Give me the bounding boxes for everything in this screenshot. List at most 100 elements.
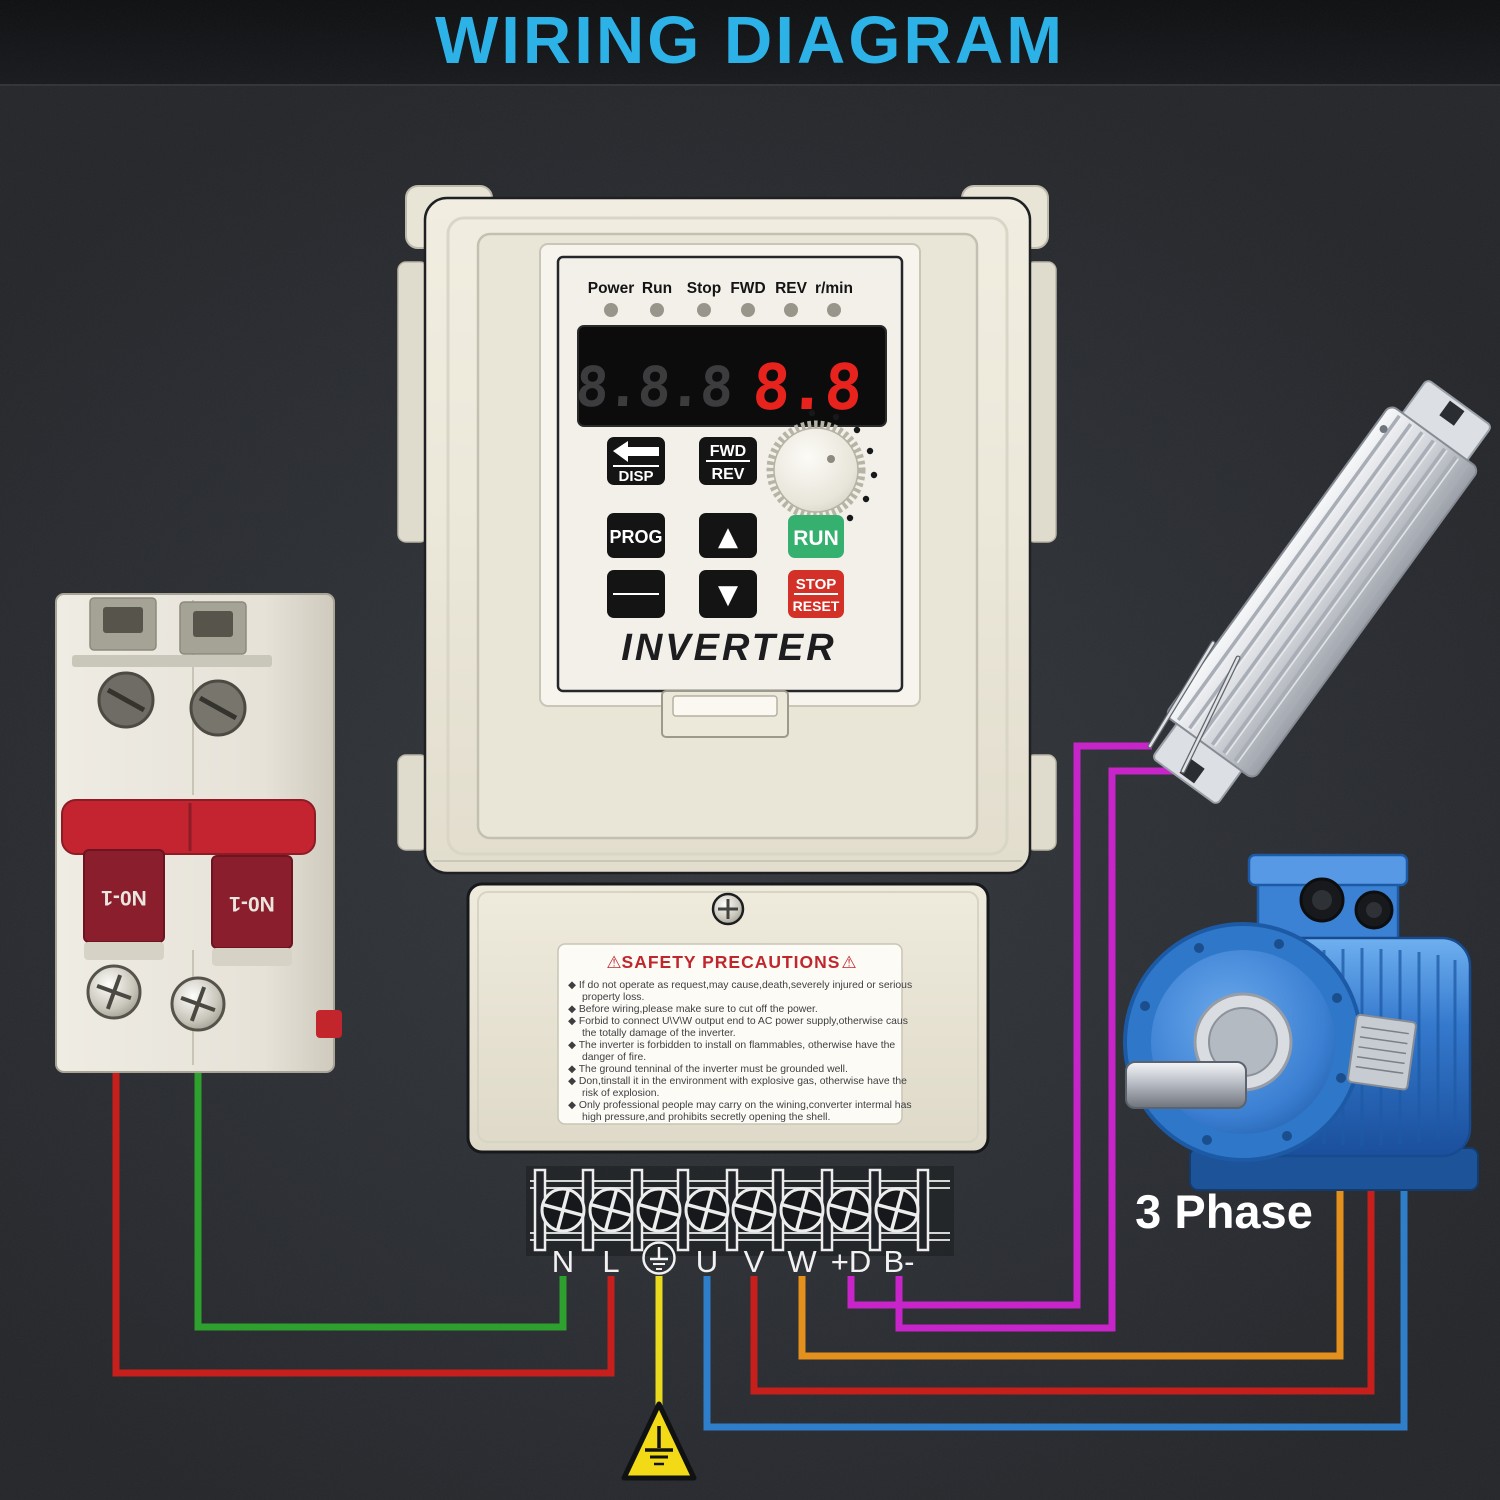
status-label-stop: Stop — [687, 280, 721, 297]
housing-raised-edge — [446, 216, 1009, 856]
knob-face — [773, 427, 859, 513]
safety-line: property loss. — [582, 992, 644, 1003]
down-arrow-icon: ▼ — [718, 580, 738, 610]
three-phase-motor: 3 Phase — [1123, 853, 1479, 1238]
safety-line: the totally damage of the inverter. — [582, 1028, 736, 1039]
latch-slot — [672, 695, 778, 717]
braking-resistor — [1147, 380, 1491, 804]
page-title: WIRING DIAGRAM — [435, 3, 1065, 78]
terminal-screws — [540, 1187, 920, 1233]
status-label-fwd: FWD — [730, 280, 765, 297]
terminal-cover: ⚠ SAFETY PRECAUTIONS ⚠ ◆ If do not opera… — [466, 882, 990, 1154]
terminal-screw-slots — [542, 1189, 918, 1231]
warning-triangle-icon: ⚠ — [606, 953, 621, 972]
seven-segment-display — [577, 325, 887, 427]
wire-u-phase-blue — [703, 1148, 1408, 1431]
breaker-top-screws — [97, 671, 247, 737]
terminal-block: N L U V W +D B- — [526, 1166, 954, 1279]
circuit-breaker: N0-1 N0-1 — [55, 593, 342, 1073]
motor-cable-glands — [1299, 877, 1394, 930]
led-stop — [697, 303, 711, 317]
terminal-label-plus-d: +D — [831, 1244, 872, 1279]
wire-w-phase-orange — [798, 1172, 1344, 1360]
resistor-leads — [1147, 640, 1241, 774]
display-lit-digits: 8.8 — [751, 350, 863, 424]
safety-line: ◆ Before wiring,please make sure to cut … — [568, 1004, 818, 1015]
safety-line: risk of explosion. — [582, 1088, 659, 1099]
led-rev — [784, 303, 798, 317]
motor-phase-label: 3 Phase — [1135, 1185, 1313, 1238]
terminal-cover-edge — [477, 891, 979, 1143]
up-arrow-icon: ▲ — [718, 522, 738, 552]
safety-line: high pressure,and prohibits secretly ope… — [582, 1112, 830, 1123]
breaker-test-button — [316, 1010, 342, 1038]
safety-line: ◆ The inverter is forbidden to install o… — [568, 1040, 895, 1051]
rev-label: REV — [712, 466, 745, 483]
motor-shaft — [1125, 1061, 1247, 1109]
ground-warning-triangle-icon — [621, 1401, 697, 1481]
breaker-toggle: N0-1 N0-1 — [61, 799, 316, 966]
safety-line: ◆ Don,tinstall it in the environment wit… — [568, 1076, 907, 1087]
down-button — [699, 570, 757, 618]
cover-latch — [661, 690, 789, 738]
run-button — [788, 515, 844, 558]
led-run — [650, 303, 664, 317]
safety-line: ◆ The ground tenninal of the inverter mu… — [568, 1064, 848, 1075]
wire-neutral-green — [194, 1042, 567, 1331]
reset-label: RESET — [793, 598, 840, 614]
keypad-row-1: DISP FWD REV — [607, 409, 878, 532]
knob-indicator-dot — [827, 455, 835, 463]
motor-nameplate — [1347, 1013, 1417, 1091]
terminal-label-w: W — [787, 1244, 817, 1279]
status-label-rev: REV — [775, 280, 808, 297]
terminal-label-l: L — [602, 1244, 619, 1279]
safety-line: ◆ Forbid to connect U\V\W output end to … — [568, 1016, 908, 1027]
led-fwd — [741, 303, 755, 317]
status-label-rmin: r/min — [815, 280, 853, 297]
breaker-bottom-screws — [86, 964, 342, 1038]
stop-label: STOP — [796, 576, 837, 593]
wire-v-phase-red — [750, 1158, 1375, 1395]
breaker-lever-label: N0-1 — [101, 886, 147, 909]
terminal-label-u: U — [696, 1244, 718, 1279]
breaker-top-knockouts — [72, 597, 272, 667]
safety-label-sticker — [557, 943, 903, 1125]
wiring — [112, 742, 1408, 1431]
terminal-label-v: V — [744, 1244, 765, 1279]
resistor-slot-top — [1439, 400, 1465, 426]
fwd-label: FWD — [710, 443, 746, 460]
earth-ground-icon — [642, 1241, 676, 1275]
safety-line: ◆ If do not operate as request,may cause… — [568, 980, 912, 991]
safety-text-block: ◆ If do not operate as request,may cause… — [568, 980, 912, 1123]
safety-line: ◆ Only professional people may carry on … — [568, 1100, 912, 1111]
resistor-mount-hole — [1379, 425, 1388, 434]
display-dim-digits: 8.8.8 — [574, 355, 733, 419]
prog-button-label: PROG — [609, 527, 662, 547]
breaker-lever-label: N0-1 — [229, 892, 275, 915]
status-label-power: Power — [588, 280, 635, 297]
inverter-unit: Power Run Stop FWD REV r/min 8.8.8 8.8 D… — [397, 185, 1057, 1154]
wire-line-red — [112, 1000, 615, 1377]
safety-line: danger of fire. — [582, 1052, 646, 1063]
lever-recess-1 — [84, 942, 164, 960]
up-button — [699, 513, 757, 558]
wire-brake-plus-d-magenta — [847, 742, 1152, 1309]
disp-button-label: DISP — [618, 468, 653, 485]
back-arrow-icon — [613, 441, 659, 462]
prog-button — [607, 513, 665, 558]
led-rmin — [827, 303, 841, 317]
warning-triangle-icon: ⚠ — [841, 953, 856, 972]
lever-recess-2 — [212, 948, 292, 966]
status-label-row: Power Run Stop FWD REV r/min — [588, 280, 853, 297]
side-wing-left-lower — [397, 754, 429, 851]
terminal-label-n: N — [552, 1244, 574, 1279]
inverter-brand-label: INVERTER — [621, 627, 836, 669]
terminal-label-b-minus: B- — [884, 1244, 915, 1279]
screw-icon — [711, 892, 745, 926]
safety-title: SAFETY PRECAUTIONS — [622, 952, 841, 972]
status-led-row — [604, 303, 841, 317]
safety-label: ⚠ SAFETY PRECAUTIONS ⚠ ◆ If do not opera… — [557, 943, 912, 1125]
terminal-labels: N L U V W +D B- — [552, 1244, 915, 1279]
keypad-row-3: ▼ STOP RESET — [607, 570, 844, 618]
